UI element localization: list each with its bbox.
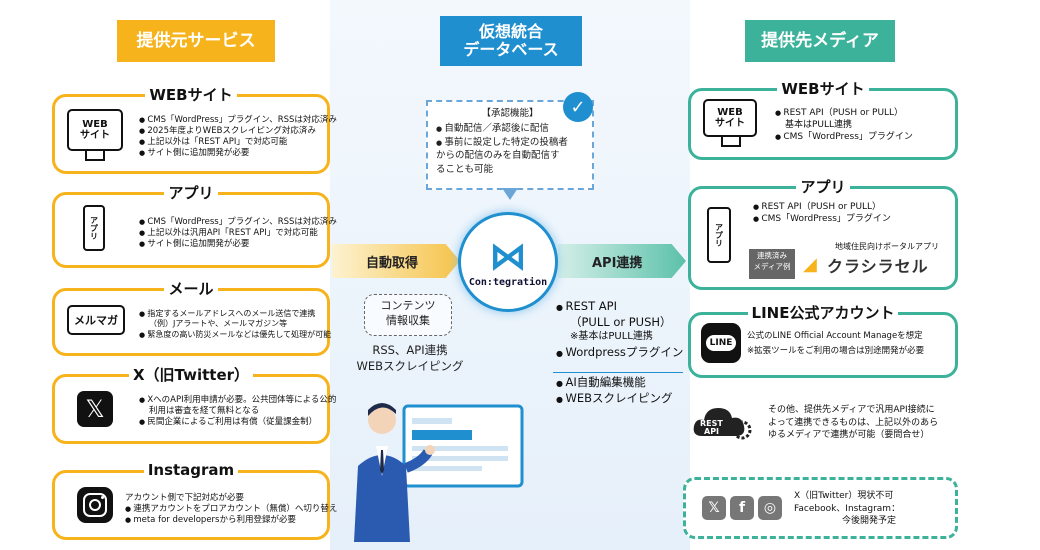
provider-x-list: XへのAPI利用申請が必要。公共団体等による公的 利用は審査を経て無料となる 民… <box>139 395 336 428</box>
provider-mail-list: 指定するメールアドレスへのメール送信で連携 （例）Jアラートや、メールマガジン等… <box>139 309 331 340</box>
other-media-note: その他、提供先メディアで汎用API接続に よって連携できるものは、上記以外のあら… <box>768 405 939 441</box>
bubble-pointer <box>502 188 518 200</box>
provider-instagram-list: アカウント側で下記対応が必要 連携アカウントをプロアカウント（無償）へ切り替え … <box>125 493 337 526</box>
svg-text:API: API <box>704 427 719 436</box>
provider-app-list: CMS「WordPress」プラグイン、RSSは対応済み 上記以外は汎用API「… <box>139 217 337 250</box>
facebook-icon: f <box>730 496 754 520</box>
api-link-arrow: API連携 <box>558 244 686 278</box>
provider-x-box: X（旧Twitter） 𝕏 XへのAPI利用申請が必要。公共団体等による公的 利… <box>52 366 336 444</box>
portal-caption: 地域住民向けポータルアプリ <box>835 242 939 251</box>
api-features-list: REST API （PULL or PUSH） ※基本はPULL連携 Wordp… <box>556 298 684 406</box>
linked-media-badge: 連携済み メディア例 <box>749 249 795 279</box>
media-web-box: WEBサイト WEBサイト REST API（PUSH or PULL） 基本は… <box>688 80 958 160</box>
businessman-illustration <box>354 403 524 542</box>
media-app-box: アプリ アプリ REST API（PUSH or PULL） CMS「WordP… <box>688 178 958 290</box>
x-logo-icon: 𝕏 <box>77 391 113 427</box>
provider-app-title: アプリ <box>55 182 327 203</box>
x-logo-icon: 𝕏 <box>702 496 726 520</box>
media-app-title: アプリ <box>691 176 955 197</box>
portal-logo-icon: ◢ <box>803 254 817 275</box>
provider-instagram-title: Instagram <box>55 460 327 479</box>
provider-instagram-box: Instagram アカウント側で下記対応が必要 連携アカウントをプロアカウント… <box>52 461 337 540</box>
auto-fetch-arrow: 自動取得 <box>332 244 460 278</box>
instagram-logo-icon <box>77 487 113 523</box>
smartphone-icon: アプリ <box>707 207 731 263</box>
instagram-icon: ◎ <box>758 496 782 520</box>
contegration-mark-icon: ⋈ <box>489 233 527 278</box>
envelope-icon: メルマガ <box>67 305 125 335</box>
smartphone-icon: アプリ <box>83 205 105 251</box>
api-separator <box>553 372 683 373</box>
media-web-list: REST API（PUSH or PULL） 基本はPULL連携 CMS「Wor… <box>775 107 913 143</box>
provider-web-list: CMS「WordPress」プラグイン、RSSは対応済み 2025年度よりWEB… <box>139 115 337 159</box>
database-header: 仮想統合データベース <box>440 16 582 66</box>
check-icon: ✓ <box>563 92 593 122</box>
line-logo-icon: LINE <box>701 323 741 363</box>
media-web-title: WEBサイト <box>691 78 955 99</box>
social-status-text: X（旧Twitter）現状不可 Facebook、Instagram： 今後開発… <box>794 491 901 527</box>
social-status-box: 𝕏 f ◎ X（旧Twitter）現状不可 Facebook、Instagram… <box>683 477 958 539</box>
provider-mail-box: メール メルマガ 指定するメールアドレスへのメール送信で連携 （例）Jアラートや… <box>52 280 331 356</box>
media-header: 提供先メディア <box>745 20 895 62</box>
contegration-logo: ⋈ Con:tegration <box>458 212 558 312</box>
provider-app-box: アプリ アプリ CMS「WordPress」プラグイン、RSSは対応済み 上記以… <box>52 184 337 268</box>
collection-methods: RSS、API連携 WEBスクレイピング <box>356 343 464 373</box>
portal-name: クラシラセル <box>827 257 929 276</box>
provider-header: 提供元サービス <box>117 20 275 62</box>
provider-mail-title: メール <box>55 278 327 299</box>
provider-web-box: WEBサイト WEBサイト CMS「WordPress」プラグイン、RSSは対応… <box>52 86 337 174</box>
monitor-stand <box>85 151 105 161</box>
monitor-stand <box>721 137 741 147</box>
content-collection-box: コンテンツ 情報収集 <box>364 294 452 336</box>
media-line-title: LINE公式アカウント <box>691 302 955 323</box>
media-line-list: 公式のLINE Official Account Manageを想定 ※拡張ツー… <box>747 331 925 357</box>
media-app-list: REST API（PUSH or PULL） CMS「WordPress」プラグ… <box>753 201 891 225</box>
provider-web-title: WEBサイト <box>55 84 327 105</box>
media-line-box: LINE公式アカウント LINE 公式のLINE Official Accoun… <box>688 304 958 378</box>
svg-text:REST: REST <box>700 419 723 428</box>
provider-x-title: X（旧Twitter） <box>55 364 327 385</box>
rest-api-cloud-icon: REST API <box>693 408 752 440</box>
